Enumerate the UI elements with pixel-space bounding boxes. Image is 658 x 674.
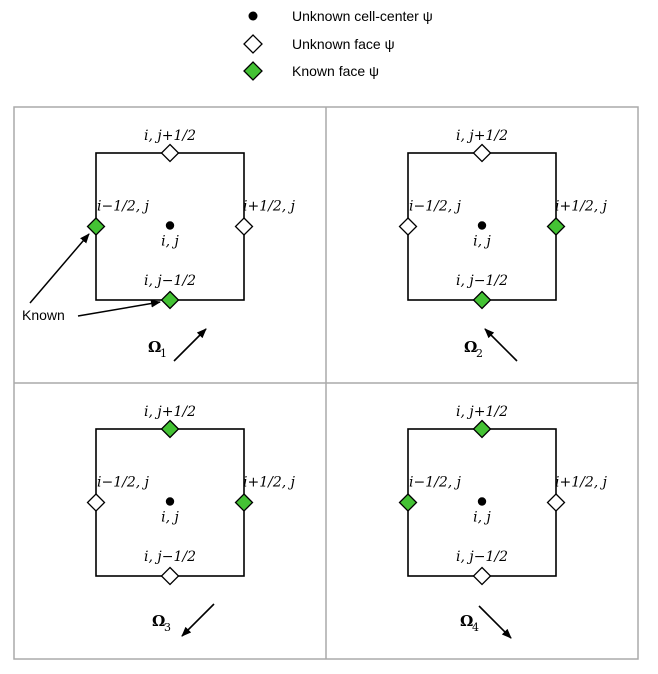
right-face-label: i+1/2, j [555, 475, 608, 491]
top-face-label: i, j+1/2 [456, 128, 508, 144]
direction-arrow-icon [173, 328, 207, 362]
center-label: i, j [473, 234, 491, 250]
legend-dot-icon [248, 11, 258, 21]
omega-label: Ω [152, 612, 165, 630]
top-face-label: i, j+1/2 [144, 128, 196, 144]
cell-center-dot-icon [165, 497, 175, 506]
center-label: i, j [161, 510, 179, 526]
center-label: i, j [161, 234, 179, 250]
left-face-diamond-icon [398, 217, 418, 236]
bottom-face-label: i, j−1/2 [144, 549, 196, 565]
right-face-diamond-icon [546, 217, 566, 236]
left-face-label: i−1/2, j [409, 475, 462, 491]
omega-label: Ω [460, 612, 473, 630]
top-face-diamond-icon [160, 419, 180, 439]
left-face-diamond-icon [86, 493, 106, 512]
left-face-diamond-icon [86, 217, 106, 236]
right-face-label: i+1/2, j [243, 199, 296, 215]
bottom-face-label: i, j−1/2 [144, 273, 196, 289]
legend-known-diamond-icon [243, 61, 263, 81]
omega-label: Ω [464, 338, 477, 356]
cell-center-dot-icon [477, 221, 487, 230]
bottom-face-diamond-icon [160, 566, 180, 586]
panel-omega3: i, j+1/2 i, j−1/2 i−1/2, j i+1/2, j i, j Ω3 [86, 404, 296, 637]
known-annotation-arrow-bottom [77, 299, 161, 317]
left-face-label: i−1/2, j [97, 199, 150, 215]
right-face-diamond-icon [546, 493, 566, 512]
panel-grid [13, 106, 639, 660]
direction-arrow-icon [478, 605, 512, 639]
legend-label: Known face ψ [292, 63, 379, 79]
right-face-label: i+1/2, j [555, 199, 608, 215]
panel-omega4: i, j+1/2 i, j−1/2 i−1/2, j i+1/2, j i, j Ω4 [398, 404, 608, 639]
omega-subscript: 3 [164, 621, 171, 634]
known-annotation-arrow-left [29, 233, 90, 304]
known-annotation: Known [22, 233, 161, 323]
top-face-diamond-icon [472, 143, 492, 163]
legend-item-known-face: Known face ψ [243, 61, 379, 81]
center-label: i, j [473, 510, 491, 526]
legend-item-unknown-face: Unknown face ψ [243, 34, 395, 54]
top-face-label: i, j+1/2 [144, 404, 196, 420]
bottom-face-diamond-icon [472, 290, 492, 310]
bottom-face-diamond-icon [160, 290, 180, 310]
known-annotation-label: Known [22, 307, 65, 323]
top-face-label: i, j+1/2 [456, 404, 508, 420]
top-face-diamond-icon [472, 419, 492, 439]
legend-label: Unknown face ψ [292, 36, 395, 52]
omega-subscript: 1 [160, 347, 167, 360]
right-face-label: i+1/2, j [243, 475, 296, 491]
bottom-face-diamond-icon [472, 566, 492, 586]
cell-center-dot-icon [165, 221, 175, 230]
omega-label: Ω [148, 338, 161, 356]
bottom-face-label: i, j−1/2 [456, 273, 508, 289]
legend-item-cell-center: Unknown cell-center ψ [248, 8, 433, 24]
top-face-diamond-icon [160, 143, 180, 163]
legend: Unknown cell-center ψ Unknown face ψ Kno… [243, 8, 433, 81]
direction-arrow-icon [181, 603, 215, 637]
left-face-label: i−1/2, j [409, 199, 462, 215]
omega-subscript: 4 [472, 621, 479, 634]
omega-subscript: 2 [476, 347, 483, 360]
left-face-label: i−1/2, j [97, 475, 150, 491]
left-face-diamond-icon [398, 493, 418, 512]
cell-center-dot-icon [477, 497, 487, 506]
direction-arrow-icon [484, 328, 518, 362]
panel-omega1: i, j+1/2 i, j−1/2 i−1/2, j i+1/2, j i, j Ω1 [86, 128, 296, 362]
right-face-diamond-icon [234, 217, 254, 236]
legend-unknown-diamond-icon [243, 34, 263, 54]
right-face-diamond-icon [234, 493, 254, 512]
legend-label: Unknown cell-center ψ [292, 8, 433, 24]
panel-omega2: i, j+1/2 i, j−1/2 i−1/2, j i+1/2, j i, j Ω2 [398, 128, 608, 362]
bottom-face-label: i, j−1/2 [456, 549, 508, 565]
